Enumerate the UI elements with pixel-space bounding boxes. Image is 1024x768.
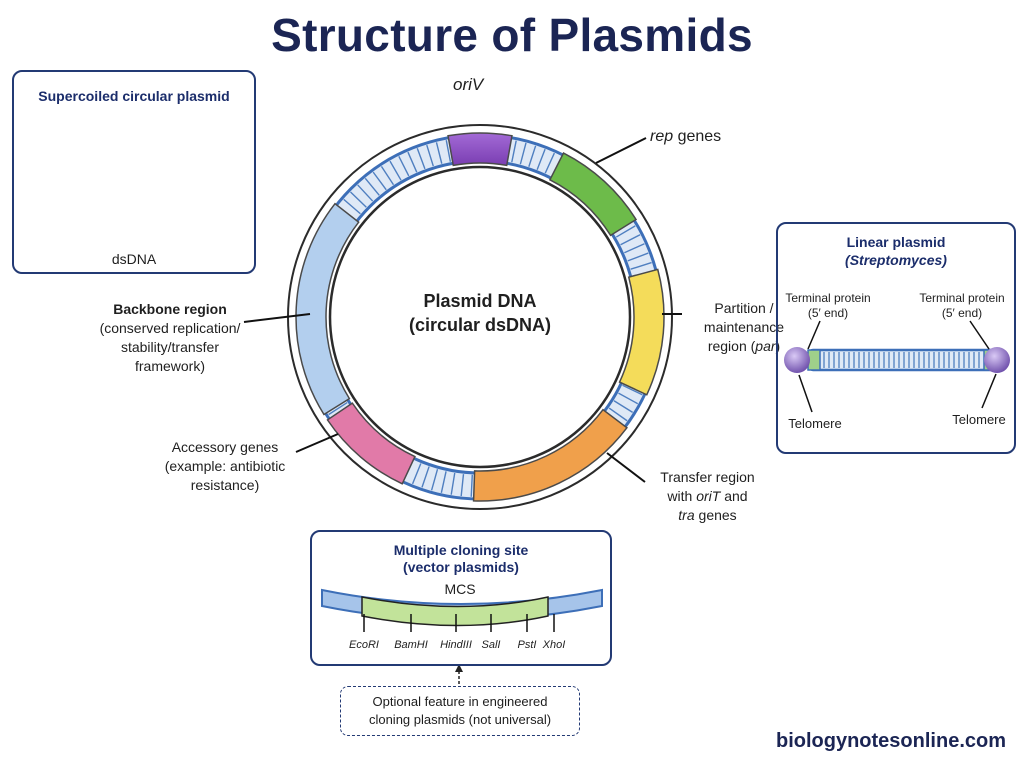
label-partition-line2: maintenance (703, 319, 785, 335)
leader-rep (595, 137, 647, 164)
mcs-panel: Multiple cloning site (vector plasmids) (310, 530, 612, 666)
mcs-strip (321, 588, 603, 627)
mcs-subtitle: (vector plasmids) (403, 559, 519, 575)
label-rep-rest: genes (673, 128, 722, 145)
label-partition: Partition / maintenance region (par) (684, 299, 804, 356)
leader-tp-left (807, 320, 821, 350)
supercoiled-panel-title: Supercoiled circular plasmid (38, 88, 230, 104)
note-arrow-head (455, 664, 463, 672)
note-box: Optional feature in engineered cloning p… (340, 686, 580, 736)
segment-transfer (472, 408, 628, 502)
label-partition-line3: region (par) (707, 338, 781, 354)
mcs-label: MCS (444, 581, 476, 597)
mcs-enzyme-label: XhoI (542, 639, 566, 651)
segment-oriV (447, 132, 513, 167)
center-subtitle: (circular dsDNA) (408, 315, 552, 335)
label-terminal-protein-left: Terminal protein(5′ end) (785, 291, 871, 320)
label-accessory: Accessory genes (example: antibiotic res… (150, 438, 300, 495)
label-backbone-line2: (conserved replication/ (99, 320, 241, 336)
leader-telomere-right (981, 373, 997, 409)
label-transfer-line1: Transfer region (660, 469, 755, 485)
label-backbone-line3: stability/transfer (120, 339, 220, 355)
segment-backbone (295, 202, 360, 416)
label-partition-line1: Partition / (714, 300, 774, 316)
center-title: Plasmid DNA (423, 291, 537, 311)
segment-partition (618, 268, 665, 396)
label-terminal-protein-right: Terminal protein(5′ end) (919, 291, 1005, 320)
supercoiled-caption: dsDNA (111, 251, 157, 267)
mcs-enzyme-label: PstI (517, 639, 537, 651)
leader-tp-right (969, 320, 990, 350)
leader-backbone (243, 313, 311, 323)
label-telomere-right: Telomere (952, 412, 1006, 427)
mcs-enzyme-label: EcoRI (349, 639, 379, 651)
mcs-enzyme-label: BamHI (394, 639, 428, 651)
label-telomere-left: Telomere (788, 416, 842, 431)
mcs-restriction-site-ticks (363, 614, 555, 632)
mcs-enzyme-label: HindIII (440, 639, 472, 651)
mcs-title: Multiple cloning site (393, 542, 529, 558)
label-oriV: oriV (453, 75, 484, 94)
label-transfer: Transfer region with oriT and tra genes (650, 468, 765, 525)
label-accessory-line2: (example: antibiotic (164, 458, 286, 474)
plasmid-inner-ring (328, 165, 632, 469)
label-accessory-line1: Accessory genes (171, 439, 279, 455)
label-rep-italic: rep (650, 128, 674, 145)
page-title: Structure of Plasmids (271, 9, 753, 61)
note-line2: cloning plasmids (not universal) (368, 712, 552, 727)
linear-subtitle: (Streptomyces) (845, 252, 947, 268)
label-backbone-line4: framework) (134, 358, 205, 374)
note-line1: Optional feature in engineered (372, 694, 548, 709)
label-backbone: Backbone region (conserved replication/ … (90, 300, 250, 376)
supercoiled-panel: Supercoiled circular plasmid dsDNA (12, 70, 256, 274)
linear-title: Linear plasmid (846, 234, 946, 250)
linear-plasmid-panel: Linear plasmid (Streptomyces) (776, 222, 1016, 454)
watermark: biologynotesonline.com (775, 730, 1006, 752)
terminal-protein-left-icon (784, 347, 810, 373)
leader-transfer (606, 452, 646, 483)
segment-accessory (326, 402, 416, 485)
leader-accessory (295, 433, 339, 453)
label-transfer-line3: tra genes (678, 507, 737, 523)
terminal-protein-right-icon (984, 347, 1010, 373)
label-transfer-line2: with oriT and (667, 488, 748, 504)
label-backbone-line1: Backbone region (113, 301, 227, 317)
leader-telomere-left (798, 374, 813, 413)
label-rep-genes: rep genes (650, 127, 721, 146)
mcs-enzyme-label: SalI (481, 639, 501, 651)
label-accessory-line3: resistance) (190, 477, 260, 493)
segment-rep (548, 152, 638, 237)
